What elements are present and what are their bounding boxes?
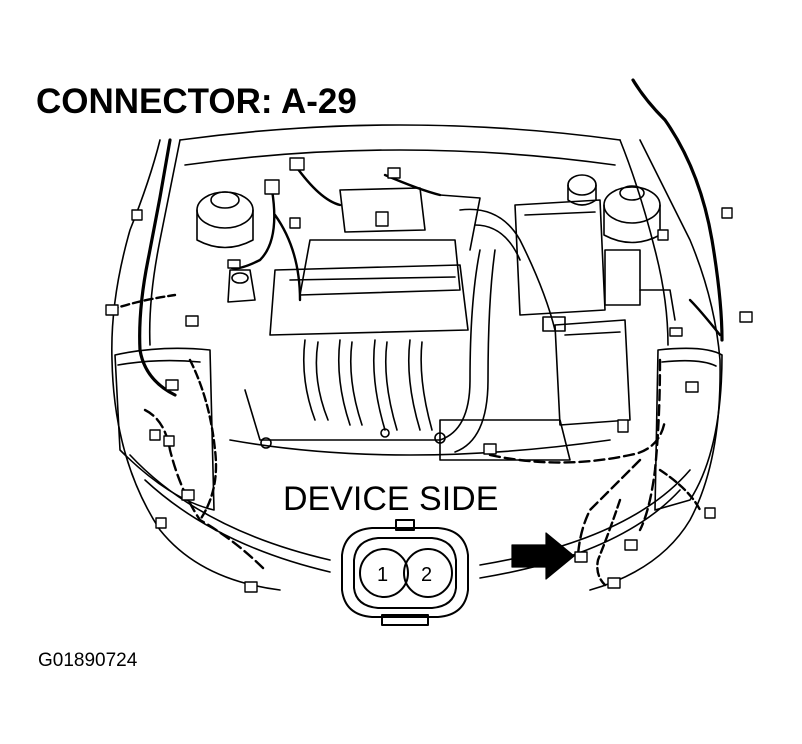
connector-pin-2 — [403, 548, 453, 598]
vehicle-body-outline — [111, 124, 723, 591]
pin-2-label: 2 — [421, 564, 432, 586]
pin-1-label: 1 — [377, 564, 388, 586]
device-side-connector: 1 2 — [341, 519, 469, 626]
page-title: CONNECTOR: A-29 — [36, 82, 357, 121]
figure-id: G01890724 — [38, 650, 138, 671]
wiring-harness — [108, 78, 724, 587]
device-side-label: DEVICE SIDE — [283, 480, 499, 518]
engine-components — [196, 174, 676, 461]
solid-arrow-right-icon — [511, 532, 575, 580]
harness-connectors — [105, 157, 753, 593]
connector-pin-1 — [359, 548, 409, 598]
